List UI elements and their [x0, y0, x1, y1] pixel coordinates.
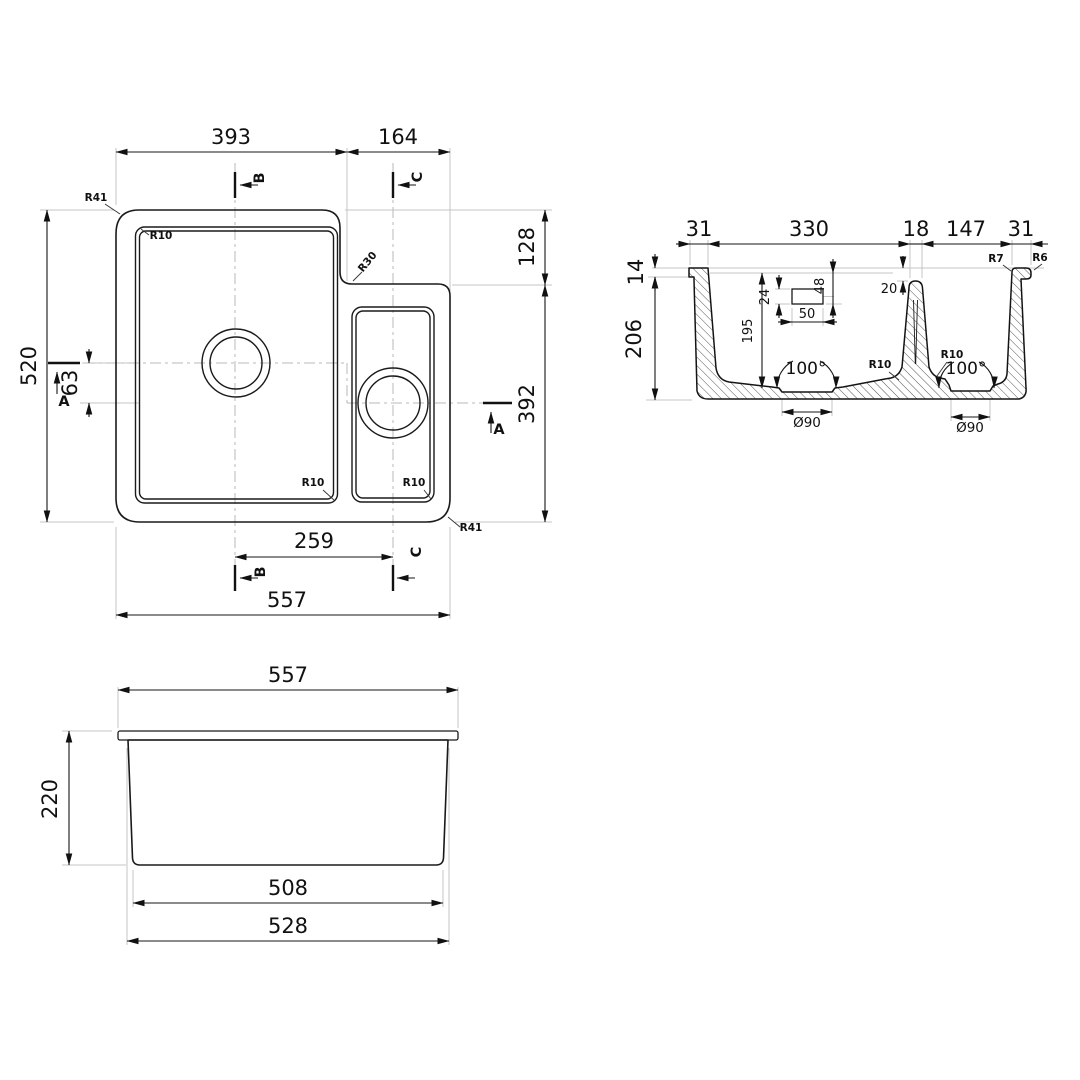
dim-plan-small-width: 164 — [378, 125, 418, 149]
dim-plan-step-height: 128 — [515, 227, 539, 267]
section-marker-c-bottom: C — [409, 547, 425, 558]
dim-plan-small-height: 392 — [515, 384, 539, 424]
dim-section-body-depth: 206 — [622, 319, 646, 359]
radius-label-r41-bottom: R41 — [460, 522, 483, 534]
section-marker-a-right: A — [493, 422, 505, 438]
plan-small-bowl-outer — [351, 306, 435, 503]
plan-small-drain-inner — [365, 375, 421, 431]
dim-section-main-bowl-width: 330 — [789, 217, 829, 241]
section-marker-b-bottom: B — [253, 566, 269, 577]
dim-section-overflow-height: 24 — [758, 289, 773, 306]
dim-plan-total-height: 520 — [17, 346, 41, 386]
section-marker-c-top: C — [410, 172, 426, 183]
radius-label-r6: R6 — [1032, 252, 1047, 264]
section-overflow-slot — [791, 288, 824, 305]
dim-front-body-width: 528 — [268, 914, 308, 938]
plan-main-bowl-outer — [134, 226, 339, 504]
plan-main-drain-inner — [209, 336, 263, 390]
section-marker-a-left: A — [58, 394, 70, 410]
dim-front-height: 220 — [38, 779, 62, 819]
plan-sink-outline — [115, 209, 451, 523]
radius-label-r10-main-bottom: R10 — [302, 477, 325, 489]
front-body — [127, 739, 449, 866]
radius-label-r30: R30 — [356, 250, 380, 275]
radius-label-r10-section-main: R10 — [869, 359, 892, 371]
front-view: 557 220 508 528 — [38, 663, 459, 945]
angle-label-main-bowl: 100° — [786, 359, 827, 379]
section-marker-b-top: B — [252, 172, 268, 183]
dim-section-divider-below-rim: 20 — [881, 282, 898, 297]
plan-view: 393 164 520 128 392 63 259 557 A A B C B… — [17, 125, 552, 619]
dim-section-flange-right: 31 — [1008, 217, 1035, 241]
dim-section-divider-width: 18 — [903, 217, 930, 241]
dim-plan-main-width: 393 — [211, 125, 251, 149]
dim-front-base-width: 508 — [268, 876, 308, 900]
radius-label-r10-small: R10 — [403, 477, 426, 489]
dim-plan-drain-offset: 63 — [58, 370, 82, 397]
radius-label-r10-section-small: R10 — [941, 349, 964, 361]
dim-plan-drain-centers: 259 — [294, 529, 334, 553]
plan-small-drain-outer — [357, 367, 429, 439]
radius-label-r7: R7 — [988, 253, 1003, 265]
dim-section-small-bowl-width: 147 — [946, 217, 986, 241]
dim-section-inner-depth: 195 — [741, 319, 756, 344]
front-flange — [117, 730, 459, 741]
dim-plan-total-width: 557 — [267, 588, 307, 612]
section-view: 31 330 18 147 31 14 206 195 24 48 50 20 … — [622, 217, 1048, 436]
plan-main-bowl-inner — [138, 230, 335, 500]
radius-label-r41-top: R41 — [85, 192, 108, 204]
dim-section-rim-thickness: 14 — [624, 259, 648, 286]
angle-label-small-bowl: 100° — [946, 359, 987, 379]
drain-diameter-main: Ø90 — [793, 415, 821, 431]
dim-section-overflow-width: 50 — [799, 307, 816, 322]
dim-section-flange-left: 31 — [686, 217, 713, 241]
dim-front-total-width: 557 — [268, 663, 308, 687]
radius-label-r10-main-top: R10 — [150, 230, 173, 242]
dim-section-overflow-from-rim: 48 — [813, 278, 828, 295]
plan-small-bowl-inner — [355, 310, 431, 499]
plan-main-drain-outer — [201, 328, 271, 398]
drain-diameter-small: Ø90 — [956, 420, 984, 436]
